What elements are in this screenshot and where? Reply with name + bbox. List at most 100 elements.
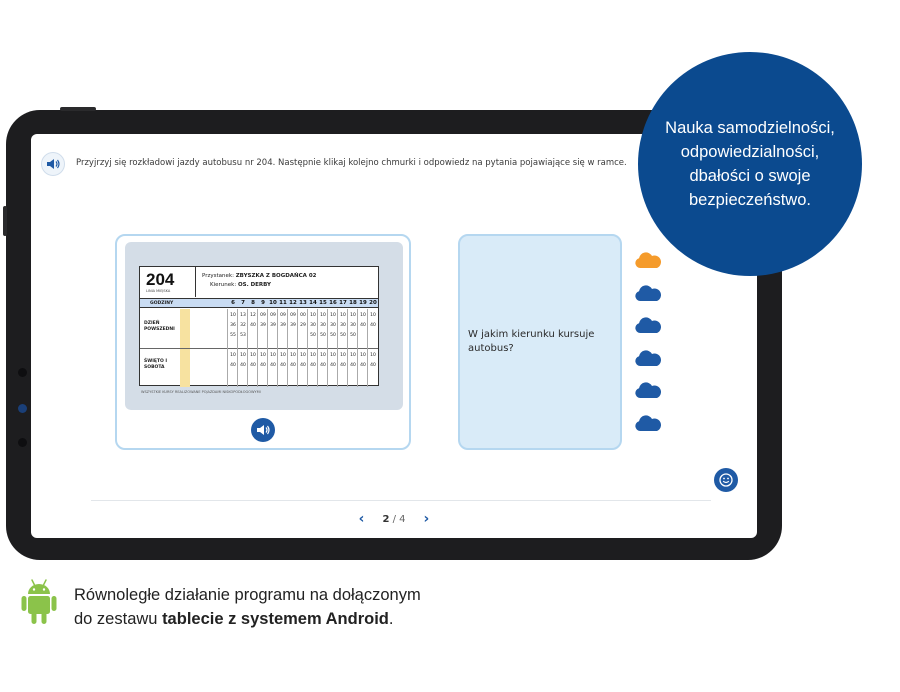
minute-cell: 30 xyxy=(320,323,326,328)
caption-line-1: Równoległe działanie programu na dołączo… xyxy=(74,586,421,604)
tablet-sensor xyxy=(18,404,27,413)
hour-cell: 13 xyxy=(299,300,307,306)
grid-line xyxy=(297,309,298,387)
cloud-button[interactable] xyxy=(634,380,662,400)
minute-cell: 10 xyxy=(320,313,326,318)
grid-line xyxy=(257,309,258,387)
minute-cell: 30 xyxy=(310,323,316,328)
minute-cell: 40 xyxy=(280,363,286,368)
minute-cell: 50 xyxy=(320,333,326,338)
minute-cell: 30 xyxy=(350,323,356,328)
minute-cell: 13 xyxy=(240,313,246,318)
cloud-button[interactable] xyxy=(634,348,662,368)
minute-cell: 40 xyxy=(350,363,356,368)
timetable-sound-button[interactable] xyxy=(251,418,275,442)
minute-cell: 40 xyxy=(260,363,266,368)
cloud-icon xyxy=(635,252,661,268)
minute-cell: 30 xyxy=(330,323,336,328)
callout-text: Nauka samodzielności, odpowiedzialności,… xyxy=(665,119,835,209)
hour-cell: 20 xyxy=(369,300,377,306)
minute-cell: 55 xyxy=(230,333,236,338)
cloud-button[interactable] xyxy=(634,250,662,270)
minute-cell: 40 xyxy=(270,363,276,368)
grid-line xyxy=(227,309,228,387)
cloud-icon xyxy=(635,349,661,366)
tablet-top-button xyxy=(60,107,96,111)
grid-line xyxy=(317,309,318,387)
minute-cell: 40 xyxy=(330,363,336,368)
minute-cell: 10 xyxy=(270,353,276,358)
feature-callout: Nauka samodzielności, odpowiedzialności,… xyxy=(638,52,862,276)
minute-cell: 50 xyxy=(340,333,346,338)
bus-number: 204 xyxy=(146,270,175,289)
minute-cell: 40 xyxy=(300,363,306,368)
minute-cell: 10 xyxy=(360,313,366,318)
grid-line xyxy=(307,309,308,387)
minute-cell: 40 xyxy=(340,363,346,368)
minute-cell: 40 xyxy=(250,323,256,328)
android-icon xyxy=(21,579,57,624)
minute-cell: 09 xyxy=(260,313,266,318)
section-divider xyxy=(140,348,378,349)
minute-cell: 10 xyxy=(330,313,336,318)
cloud-icon xyxy=(635,414,661,431)
minute-cell: 10 xyxy=(310,313,316,318)
minute-cell: 10 xyxy=(320,353,326,358)
minute-cell: 40 xyxy=(290,363,296,368)
cloud-button[interactable] xyxy=(634,413,662,433)
minute-cell: 10 xyxy=(340,353,346,358)
caption: Równoległe działanie programu na dołączo… xyxy=(74,583,421,631)
minute-cell: 39 xyxy=(270,323,276,328)
hour-cell: 16 xyxy=(329,300,337,306)
cloud-button[interactable] xyxy=(634,315,662,335)
minute-cell: 10 xyxy=(230,313,236,318)
next-page-button[interactable]: › xyxy=(423,511,430,527)
caption-suffix: . xyxy=(388,610,394,628)
minute-cell: 39 xyxy=(290,323,296,328)
direction-row: Kierunek: OS. DERBY xyxy=(210,282,271,288)
minute-cell: 32 xyxy=(240,323,246,328)
minute-cell: 50 xyxy=(350,333,356,338)
minute-cell: 10 xyxy=(260,353,266,358)
minute-cell: 10 xyxy=(370,313,376,318)
prev-page-button[interactable]: ‹ xyxy=(358,511,365,527)
weekday-label: DZIEŃ POWSZEDNI xyxy=(144,321,175,332)
bus-timetable: 204 LINIA MIEJSKA Przystanek: ZBYSZKA Z … xyxy=(139,266,379,387)
cloud-icon xyxy=(635,382,661,398)
minute-cell: 53 xyxy=(240,333,246,338)
caption-bold: tablecie z systemem Android xyxy=(162,610,389,628)
timetable-card: 204 LINIA MIEJSKA Przystanek: ZBYSZKA Z … xyxy=(115,234,411,450)
smiley-button[interactable] xyxy=(714,468,738,492)
minute-cell: 40 xyxy=(320,363,326,368)
timetable-footer: WSZYSTKIE KURSY REALIZOWANE POJAZDAMI NI… xyxy=(141,390,261,394)
grid-line xyxy=(247,309,248,387)
minute-cell: 10 xyxy=(290,353,296,358)
pagination: ‹ 2 / 4 › xyxy=(31,511,757,527)
grid-line xyxy=(337,309,338,387)
tablet-mic xyxy=(18,438,27,447)
grid-line xyxy=(357,309,358,387)
footer-divider xyxy=(91,500,711,501)
header-separator xyxy=(195,267,196,297)
cloud-button[interactable] xyxy=(634,283,662,303)
minute-cell: 40 xyxy=(370,363,376,368)
minute-cell: 39 xyxy=(280,323,286,328)
minute-cell: 40 xyxy=(360,363,366,368)
direction-label: Kierunek: xyxy=(210,282,237,288)
minute-cell: 10 xyxy=(250,353,256,358)
cloud-icon xyxy=(635,284,661,301)
minute-cell: 39 xyxy=(260,323,266,328)
page-indicator: 2 / 4 xyxy=(382,514,405,525)
hour-cell: 6 xyxy=(231,300,235,306)
instruction-sound-button[interactable] xyxy=(41,152,65,176)
minute-cell: 10 xyxy=(370,353,376,358)
hour-cell: 18 xyxy=(349,300,357,306)
minute-cell: 40 xyxy=(250,363,256,368)
minute-cell: 40 xyxy=(360,323,366,328)
minute-cell: 10 xyxy=(240,353,246,358)
grid-line xyxy=(287,309,288,387)
minute-cell: 10 xyxy=(350,353,356,358)
minute-cell: 09 xyxy=(270,313,276,318)
minute-cell: 30 xyxy=(340,323,346,328)
